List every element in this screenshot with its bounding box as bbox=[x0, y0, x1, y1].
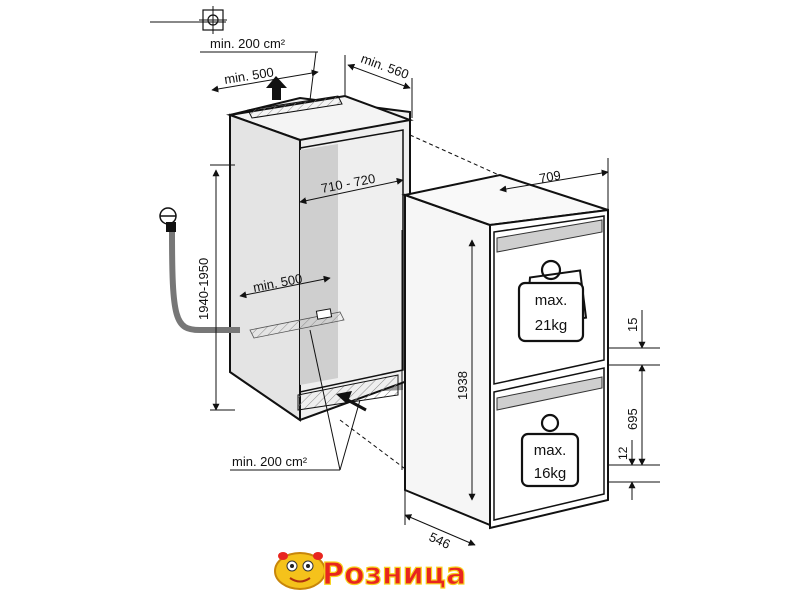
rozniza-logo: Розница bbox=[274, 552, 467, 593]
air-in-arrow-icon bbox=[336, 391, 367, 412]
depth-label: min. 560 bbox=[359, 51, 411, 82]
water-tap-icon bbox=[159, 207, 240, 333]
dimension-lines bbox=[200, 51, 660, 546]
appliance-height-label: 1938 bbox=[455, 371, 470, 400]
gap-top-label: 15 bbox=[625, 318, 640, 332]
ground-symbol-icon bbox=[150, 6, 227, 34]
svg-text:max.: max. bbox=[535, 292, 568, 309]
weight-icon bbox=[517, 259, 588, 343]
lower-section-label: 695 bbox=[625, 408, 640, 430]
lower-load-label: max. 16kg bbox=[534, 442, 567, 482]
weight-icon-lower bbox=[520, 413, 580, 488]
niche-height-label: 1940-1950 bbox=[196, 258, 211, 320]
logo-text: Розница bbox=[322, 557, 466, 592]
top-vent-label: min. 200 cm² bbox=[210, 36, 286, 51]
niche-cabinet bbox=[226, 94, 414, 422]
appliance-width-label: 709 bbox=[538, 167, 562, 186]
bottom-vent-label: min. 200 cm² bbox=[232, 454, 308, 469]
gap-bottom-label: 12 bbox=[616, 446, 630, 460]
svg-text:16kg: 16kg bbox=[534, 465, 567, 482]
svg-text:max.: max. bbox=[534, 442, 567, 459]
appliance-depth-label: 546 bbox=[427, 529, 453, 552]
mascot-icon bbox=[274, 552, 326, 590]
upper-load-label: max. 21kg bbox=[535, 292, 568, 334]
svg-text:21kg: 21kg bbox=[535, 317, 568, 334]
